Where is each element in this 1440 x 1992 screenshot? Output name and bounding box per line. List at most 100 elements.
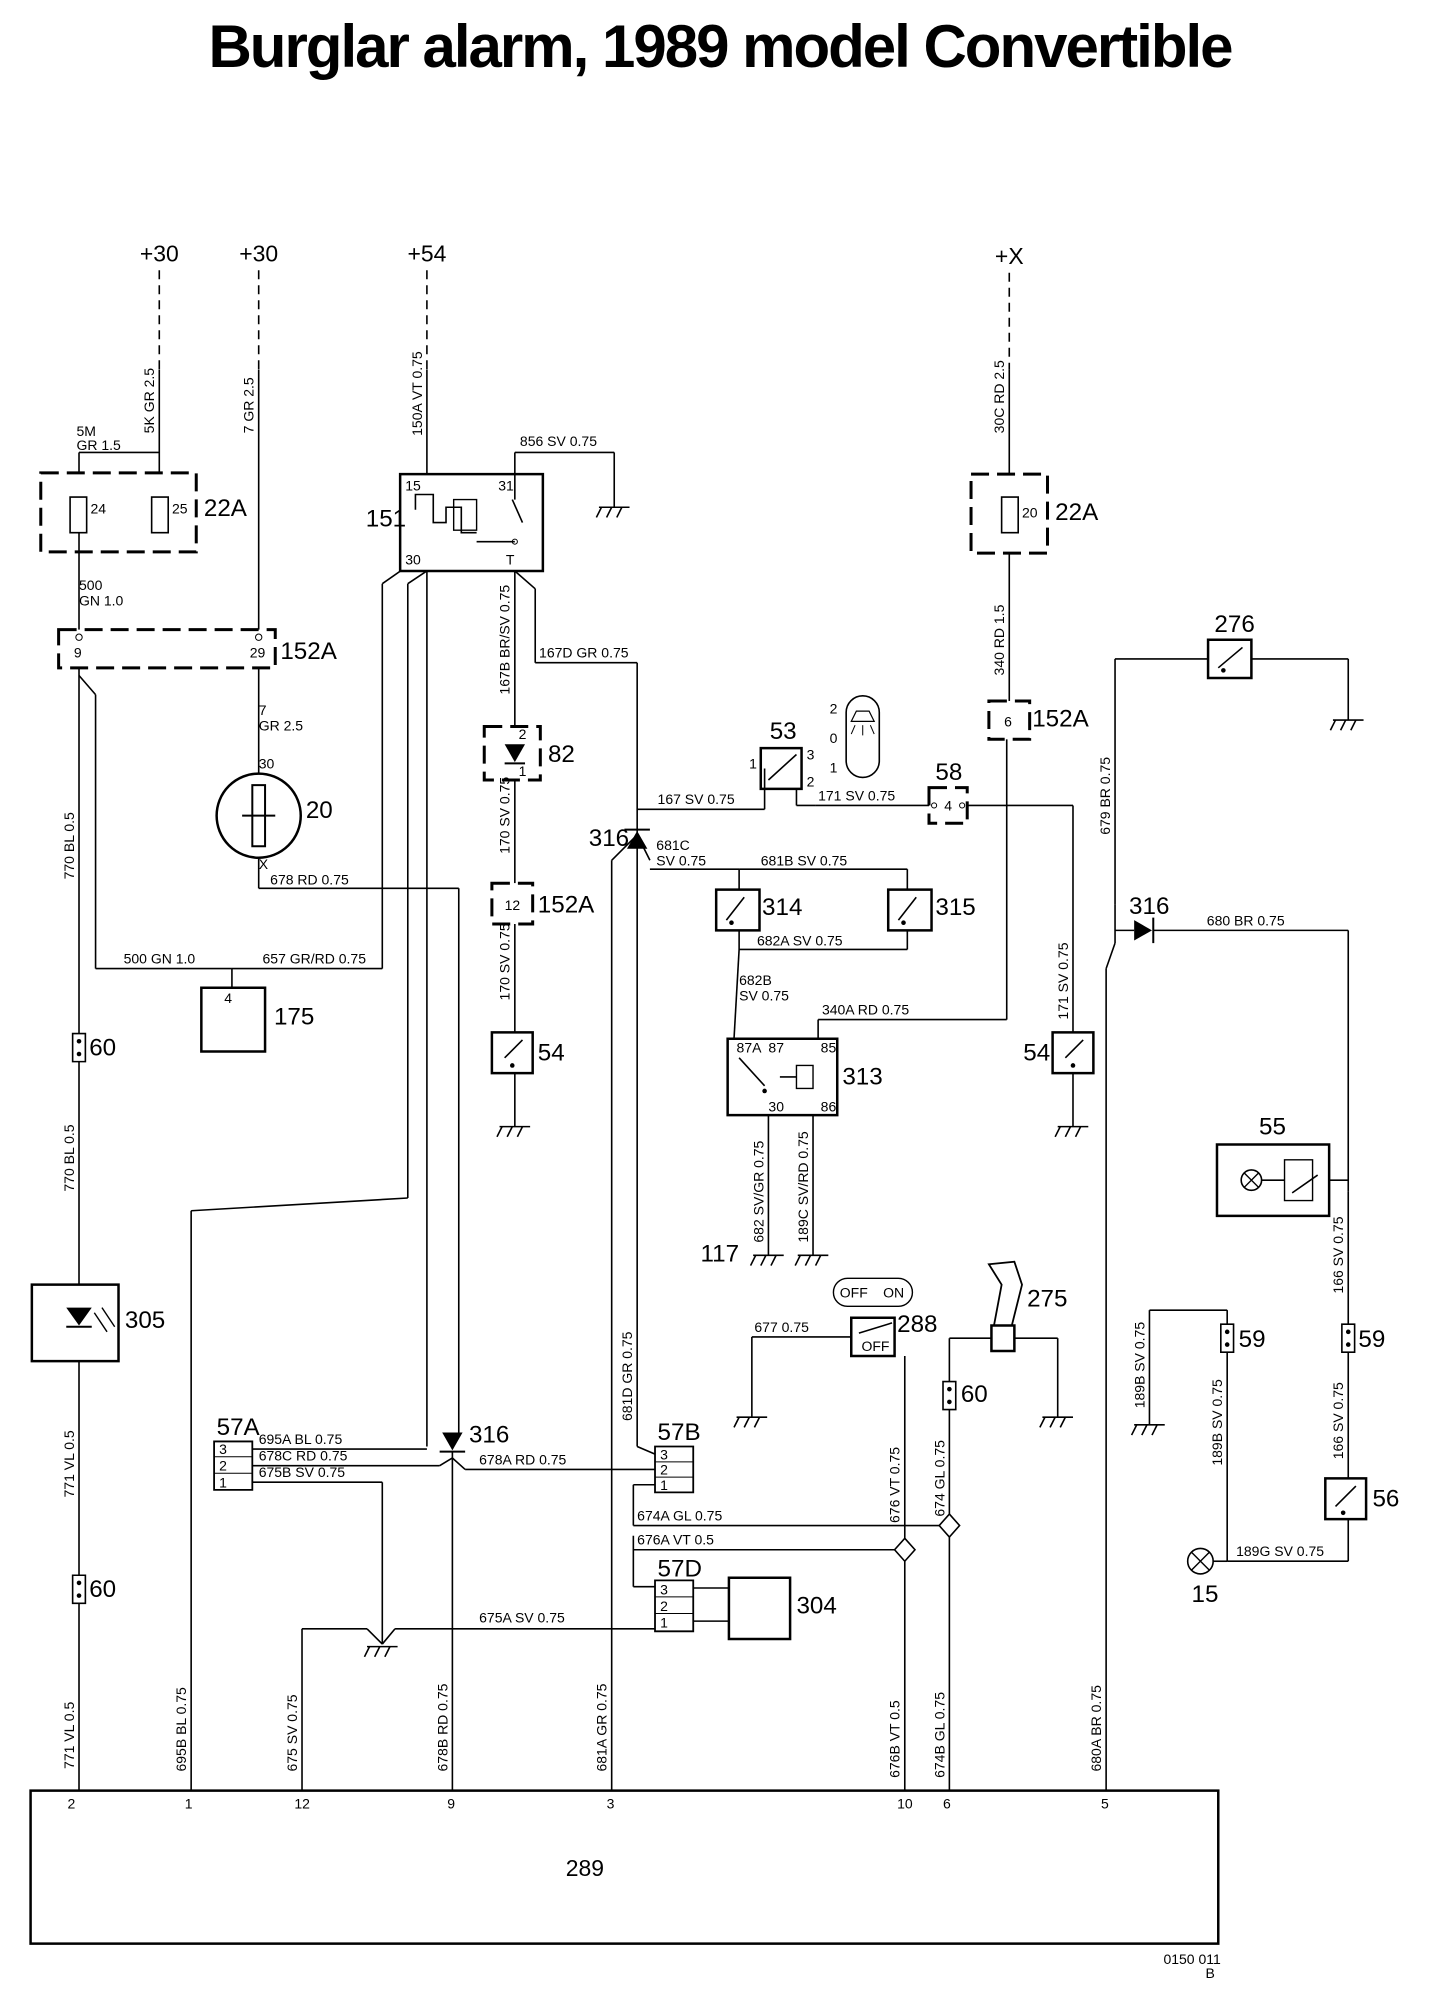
pin-label: 30: [259, 756, 275, 772]
pin-label: 15: [405, 478, 421, 494]
wire-label: 170 SV 0.75: [497, 777, 513, 854]
wire-label: 171 SV 0.75: [1055, 942, 1071, 1019]
pin-label: 1: [219, 1474, 227, 1490]
component-60-b: 60: [89, 1576, 116, 1603]
diode-316-right: 316: [1129, 893, 1169, 943]
switch-54-left: 54: [492, 1032, 565, 1073]
pin-label: 10: [897, 1795, 913, 1811]
connector-152a-mid: 12 152A: [492, 883, 595, 924]
wire-label: 770 BL 0.5: [61, 812, 77, 879]
pin-label: 29: [250, 645, 266, 661]
wire-label: 678A RD 0.75: [479, 1451, 566, 1467]
footnote-code: 0150 011: [1163, 1951, 1221, 1967]
component-175: 175: [274, 1004, 314, 1031]
wire-label: 771 VL 0.5: [61, 1702, 77, 1769]
pin-label: 1: [519, 763, 527, 779]
pin-label: 1: [660, 1615, 668, 1631]
lamp-switch-symbol: 2 0 1: [830, 696, 880, 778]
wire-label: 675 SV 0.75: [284, 1694, 300, 1771]
component-57b: 57B: [658, 1419, 701, 1446]
component-59-left: 59: [1239, 1326, 1266, 1353]
wire-label: 676 VT 0.75: [887, 1447, 903, 1523]
led-305: 305: [32, 1285, 165, 1361]
pin-label: 86: [821, 1098, 837, 1114]
wire-label: 678 RD 0.75: [270, 871, 349, 887]
pin-label: 30: [768, 1098, 784, 1114]
wire-label: 771 VL 0.5: [61, 1430, 77, 1497]
pin-label: 2: [660, 1462, 668, 1478]
wire-label: 167 SV 0.75: [658, 791, 735, 807]
wire-label: 681A GR 0.75: [594, 1683, 610, 1771]
component-315: 315: [935, 894, 975, 921]
wire-label: 189B SV 0.75: [1209, 1379, 1225, 1466]
pin-label: X: [259, 856, 269, 872]
wire-label: SV 0.75: [656, 852, 706, 868]
wire-label: 770 BL 0.5: [61, 1124, 77, 1191]
supply-54: +54: [407, 240, 446, 266]
fuse-box-22a-right: 20 22A: [971, 474, 1099, 553]
component-152a-top: 152A: [280, 638, 337, 665]
wire-label: 679 BR 0.75: [1097, 757, 1113, 835]
component-276: 276: [1214, 611, 1254, 638]
off-switch-label: OFF: [861, 1338, 889, 1354]
wire-label: 30C RD 2.5: [991, 360, 1007, 433]
wire-label: 167D GR 0.75: [539, 645, 629, 661]
relay-313: 87A 87 85 86 30 313: [728, 1039, 883, 1115]
switch-276: 276: [1208, 611, 1255, 678]
wire-label: 500: [79, 577, 103, 593]
component-316-right: 316: [1129, 893, 1169, 920]
wire-label: 674A GL 0.75: [637, 1507, 722, 1523]
wire-label: 674B GL 0.75: [931, 1692, 947, 1778]
component-316-lower: 316: [469, 1422, 509, 1449]
component-58: 58: [935, 759, 962, 786]
fuse-24-label: 24: [90, 501, 106, 517]
wire-label: 681D GR 0.75: [619, 1331, 635, 1421]
pin-label: 87A: [737, 1040, 763, 1056]
relay-151: 150A VT 0.75 15 30 31 T 151 856 SV 0.75: [366, 351, 631, 571]
fuse-box-22a-left: 24 25 22A 5M GR 1.5 5K GR 2.5: [41, 368, 248, 637]
wire-label: 170 SV 0.75: [497, 923, 513, 1000]
connector-152a-right: 6 152A: [989, 701, 1090, 739]
connector-152a-top: 9 29 152A: [59, 630, 338, 668]
pin-label: 4: [944, 798, 952, 814]
wire-label: 674 GL 0.75: [931, 1440, 947, 1517]
switch-54-right: 54: [1023, 1032, 1093, 1073]
off-label: OFF: [840, 1284, 868, 1300]
fuse-20-label: 20: [1022, 504, 1038, 520]
pin-label: 3: [219, 1441, 227, 1457]
pin-label: 2: [660, 1598, 668, 1614]
siren-304: 304: [729, 1578, 837, 1639]
component-288: 288: [897, 1311, 937, 1338]
pin-label: 3: [807, 747, 815, 763]
wire-label: 657 GR/RD 0.75: [263, 951, 367, 967]
wire-label: 695B BL 0.75: [173, 1687, 189, 1772]
component-54-right: 54: [1023, 1039, 1050, 1066]
footnote-rev: B: [1206, 1965, 1215, 1981]
component-305: 305: [125, 1307, 165, 1334]
switch-56: 56: [1325, 1478, 1399, 1519]
wire-label: 150A VT 0.75: [409, 351, 425, 436]
supply-x: +X: [995, 243, 1024, 269]
component-59-right: 59: [1358, 1326, 1385, 1353]
wire-label: 167B BR/SV 0.75: [497, 585, 513, 695]
wire-label: 189C SV/RD 0.75: [795, 1131, 811, 1243]
pin-label: 0: [830, 730, 838, 746]
component-275: 275: [1027, 1285, 1067, 1312]
wire-label: 681B SV 0.75: [761, 852, 848, 868]
pin-label: 1: [660, 1477, 668, 1493]
pin-label: 6: [1004, 713, 1012, 729]
on-label: ON: [883, 1284, 904, 1300]
wire-label: GN 1.0: [79, 592, 124, 608]
wire-label: 680 BR 0.75: [1207, 912, 1285, 928]
fuse-25-label: 25: [172, 501, 188, 517]
component-55: 55: [1259, 1113, 1286, 1140]
pin-label: 87: [768, 1040, 784, 1056]
switch-53: 1 3 2 53: [749, 718, 815, 809]
wire-label: 678B RD 0.75: [434, 1683, 450, 1771]
wire-label: 500 GN 1.0: [124, 951, 196, 967]
wire-label: GR 1.5: [76, 437, 121, 453]
pin-label: 9: [447, 1795, 455, 1811]
wire-label: 682B: [739, 972, 772, 988]
component-316-upper: 316: [589, 825, 629, 852]
